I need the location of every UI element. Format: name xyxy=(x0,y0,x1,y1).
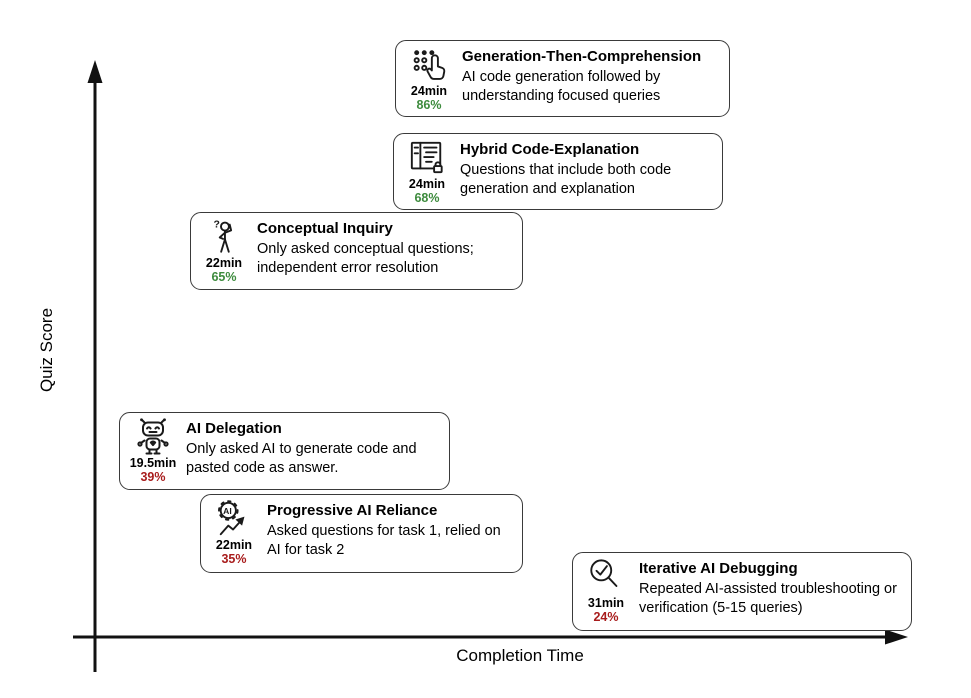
node-title: Iterative AI Debugging xyxy=(639,560,798,577)
node-text-column: Generation-Then-Comprehension AI code ge… xyxy=(462,46,721,106)
x-axis-label: Completion Time xyxy=(456,646,584,665)
time-value: 24min xyxy=(408,177,446,191)
node-stats-column: 31min 24% xyxy=(581,558,631,626)
time-value: 31min xyxy=(587,596,625,610)
node-description: Questions that include both code generat… xyxy=(460,161,672,197)
node-text-column: Conceptual Inquiry Only asked conceptual… xyxy=(257,218,514,278)
node-description: Only asked conceptual questions; indepen… xyxy=(257,240,474,276)
node-stats-column: 24min 68% xyxy=(402,139,452,207)
magnifier-check-icon xyxy=(587,558,625,596)
node-stats-column: 24min 86% xyxy=(404,46,454,114)
node-stats-column: ? 22min 65% xyxy=(199,218,249,286)
node-description: Asked questions for task 1, relied on AI… xyxy=(267,522,501,558)
y-axis-arrowhead-icon xyxy=(87,60,103,83)
time-value: 24min xyxy=(410,84,448,98)
node-text-column: Hybrid Code-Explanation Questions that i… xyxy=(460,139,714,199)
node-description: Repeated AI-assisted troubleshooting or … xyxy=(639,580,897,616)
node-generation-then-comprehension: 24min 86% Generation-Then-Comprehension … xyxy=(395,40,730,117)
time-value: 22min xyxy=(215,538,253,552)
node-ai-delegation: 19.5min 39% AI Delegation Only asked AI … xyxy=(119,412,450,490)
node-progressive-ai-reliance: AI 22min 35% Progressive AI Reliance Ask… xyxy=(200,494,523,573)
dialpad-tap-icon xyxy=(410,46,448,84)
node-conceptual-inquiry: ? 22min 65% Conceptual Inquiry Only aske… xyxy=(190,212,523,290)
node-description: AI code generation followed by understan… xyxy=(462,68,661,104)
score-value: 86% xyxy=(416,98,442,113)
time-value: 22min xyxy=(205,256,243,270)
score-value: 24% xyxy=(593,610,619,625)
svg-text:?: ? xyxy=(214,220,220,231)
node-title: AI Delegation xyxy=(186,420,282,437)
node-title: Conceptual Inquiry xyxy=(257,220,393,237)
node-title: Progressive AI Reliance xyxy=(267,502,438,519)
score-value: 39% xyxy=(140,470,166,485)
x-axis-arrowhead-icon xyxy=(885,629,908,645)
score-value: 65% xyxy=(211,270,237,285)
node-text-column: Progressive AI Reliance Asked questions … xyxy=(267,500,514,560)
code-document-lock-icon xyxy=(408,139,446,177)
score-value: 68% xyxy=(414,191,440,206)
node-text-column: AI Delegation Only asked AI to generate … xyxy=(186,418,441,478)
y-axis-label: Quiz Score xyxy=(37,307,56,393)
time-value: 19.5min xyxy=(129,456,177,470)
node-title: Generation-Then-Comprehension xyxy=(462,48,702,65)
confused-person-icon: ? xyxy=(207,218,241,256)
svg-text:AI: AI xyxy=(223,506,232,516)
node-stats-column: AI 22min 35% xyxy=(209,500,259,568)
ai-gear-growth-arrow-icon: AI xyxy=(215,500,253,538)
node-title: Hybrid Code-Explanation xyxy=(460,141,640,158)
node-iterative-ai-debugging: 31min 24% Iterative AI Debugging Repeate… xyxy=(572,552,912,631)
node-stats-column: 19.5min 39% xyxy=(128,418,178,486)
score-value: 35% xyxy=(221,552,247,567)
robot-icon xyxy=(133,418,173,456)
node-description: Only asked AI to generate code and paste… xyxy=(186,440,417,476)
node-text-column: Iterative AI Debugging Repeated AI-assis… xyxy=(639,558,903,618)
node-hybrid-code-explanation: 24min 68% Hybrid Code-Explanation Questi… xyxy=(393,133,723,210)
